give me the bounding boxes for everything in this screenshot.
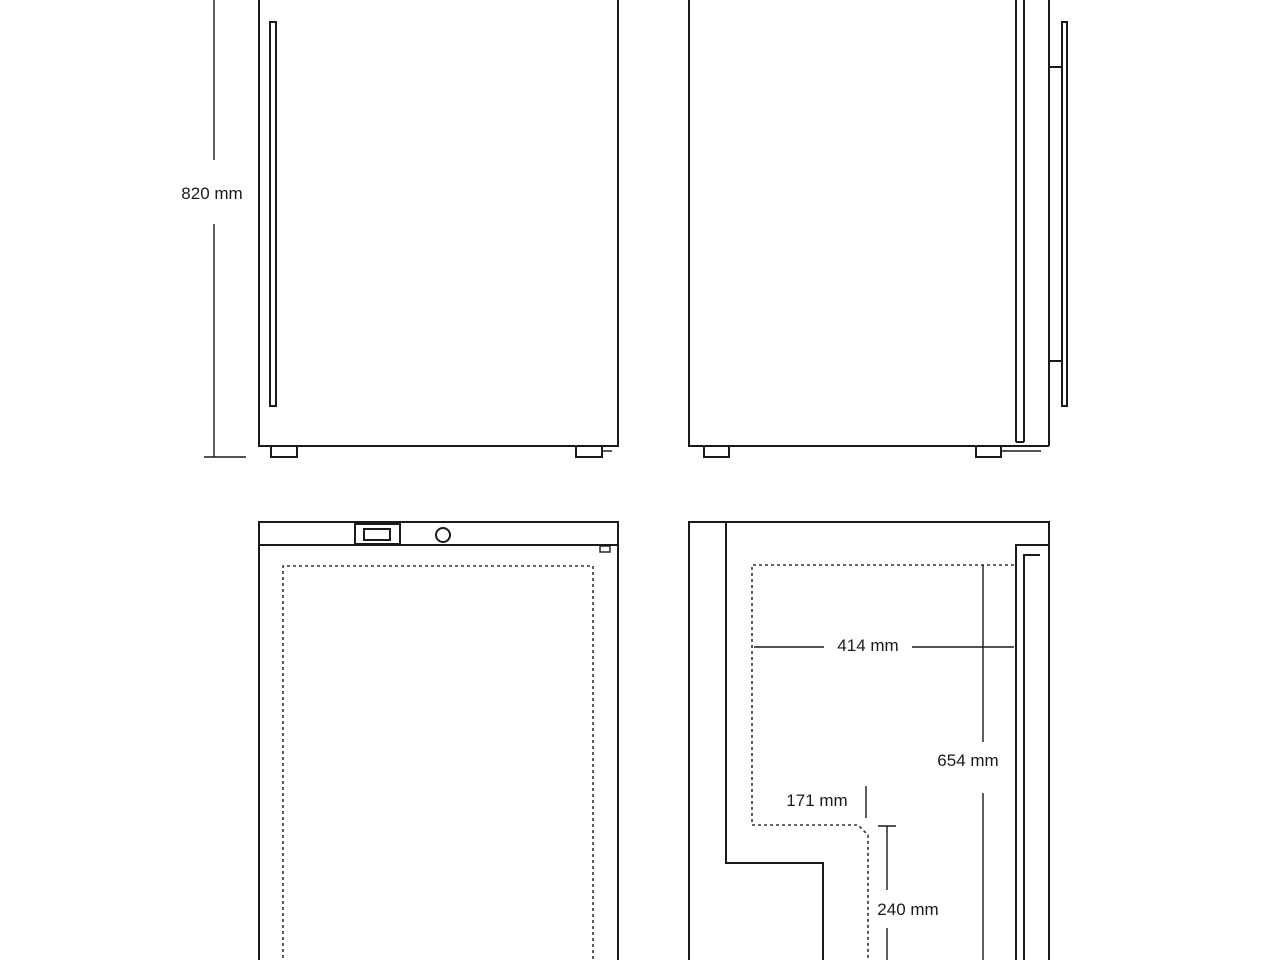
section-door-inner <box>1023 554 1040 960</box>
inner-dimensions: 414 mm 654 mm 171 mm 240 mm <box>754 565 1014 960</box>
side-cabinet-body <box>688 0 1016 447</box>
display-screen <box>363 528 391 541</box>
height-dimension: 820 mm <box>181 0 246 458</box>
front-left-foot <box>270 445 298 458</box>
hinge-block <box>599 545 611 553</box>
thermostat-knob <box>435 527 451 543</box>
height-dim-label: 820 mm <box>181 184 242 203</box>
front-open-view <box>258 521 619 960</box>
section-door-hinge <box>1015 544 1049 553</box>
front-right-foot <box>575 445 603 458</box>
section-inner-wall <box>725 522 824 960</box>
section-inner-outline <box>751 564 1014 960</box>
front-door-handle <box>269 21 277 407</box>
section-outer <box>688 521 1050 960</box>
front-open-cabinet <box>258 521 619 960</box>
inner-height-label: 654 mm <box>937 751 998 770</box>
side-section-view <box>688 521 1050 960</box>
front-inner-outline <box>282 565 594 960</box>
front-cabinet <box>258 0 619 447</box>
display-panel <box>354 523 401 545</box>
step-depth-label: 171 mm <box>786 791 847 810</box>
step-height-label: 240 mm <box>877 900 938 919</box>
side-handle-bar <box>1061 21 1068 407</box>
side-right-foot <box>975 445 1002 458</box>
front-view <box>258 0 619 458</box>
side-view <box>688 0 1068 458</box>
inner-width-label: 414 mm <box>837 636 898 655</box>
side-left-foot <box>703 445 730 458</box>
